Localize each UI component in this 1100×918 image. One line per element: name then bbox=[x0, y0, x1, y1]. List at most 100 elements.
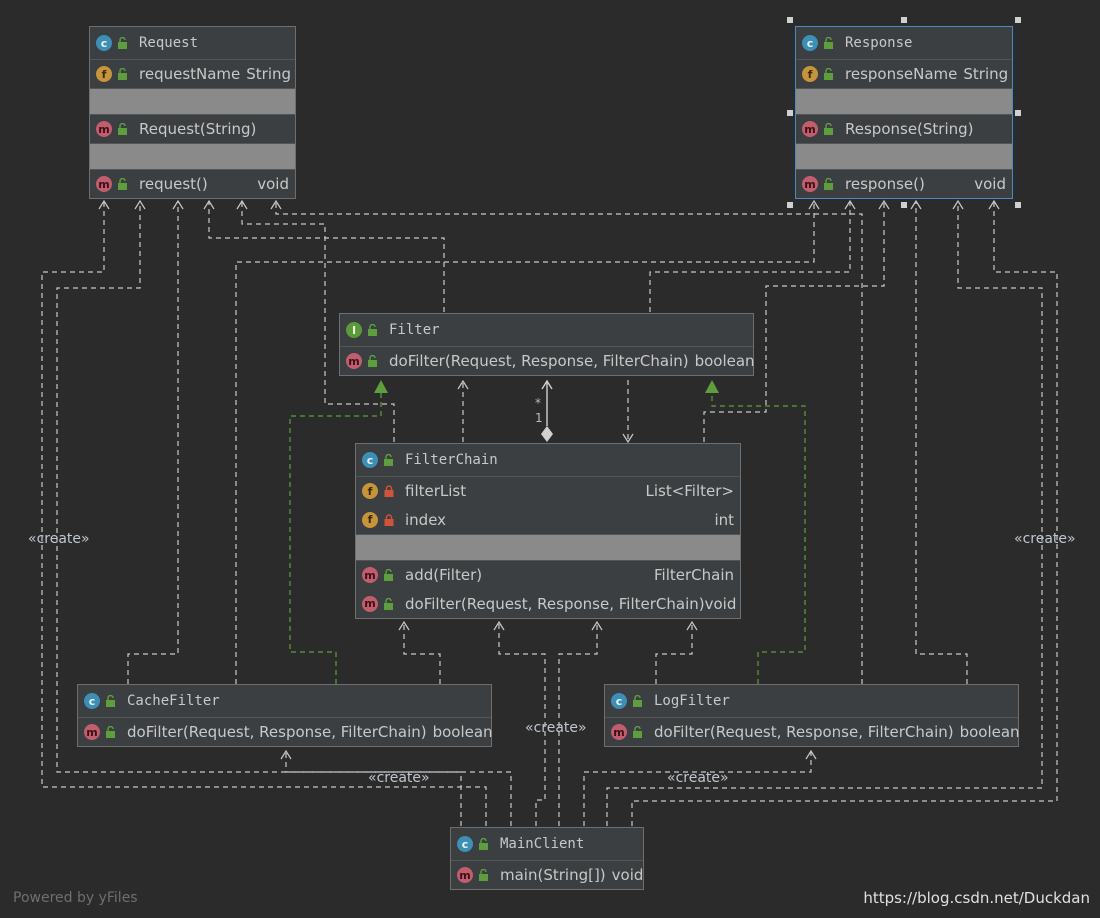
abstract-method-icon: m bbox=[346, 353, 362, 369]
method-name: response() bbox=[845, 175, 925, 193]
class-icon: c bbox=[84, 693, 100, 709]
field-type: List<Filter> bbox=[645, 482, 734, 500]
interface-icon: I bbox=[346, 322, 362, 338]
field-icon: f bbox=[362, 511, 378, 528]
edge-mainclient-response-2 bbox=[606, 201, 1043, 826]
class-name: MainClient bbox=[500, 836, 585, 852]
field-row: f index int bbox=[356, 505, 740, 534]
field-row: f responseName String bbox=[796, 59, 1012, 88]
method-row: m doFilter(Request, Response, FilterChai… bbox=[356, 589, 740, 618]
selection-handle[interactable] bbox=[787, 17, 793, 23]
edge-mainclient-cachefilter-create bbox=[285, 751, 462, 826]
class-filterchain[interactable]: c FilterChain f filterList List<Filter> … bbox=[355, 443, 741, 619]
field-row: f filterList List<Filter> bbox=[356, 476, 740, 505]
class-header: c MainClient bbox=[451, 828, 643, 860]
class-header: c Response bbox=[796, 27, 1012, 59]
edge-cachefilter-filterchain bbox=[403, 622, 441, 684]
aggregation-diamond bbox=[541, 426, 553, 442]
selection-handle[interactable] bbox=[901, 202, 907, 208]
interface-filter[interactable]: I Filter m doFilter(Request, Response, F… bbox=[339, 313, 755, 376]
public-visibility-icon bbox=[823, 178, 835, 190]
credit-watermark: https://blog.csdn.net/Duckdan bbox=[863, 889, 1090, 907]
selection-handle[interactable] bbox=[787, 202, 793, 208]
public-visibility-icon bbox=[478, 869, 490, 881]
selection-handle[interactable] bbox=[1015, 202, 1021, 208]
method-icon: m bbox=[362, 567, 378, 583]
public-visibility-icon bbox=[117, 37, 129, 49]
public-visibility-icon bbox=[383, 454, 395, 466]
public-visibility-icon bbox=[823, 123, 835, 135]
selection-handle[interactable] bbox=[1015, 110, 1021, 116]
class-request[interactable]: c Request f requestName String m Request… bbox=[89, 26, 296, 199]
class-icon: c bbox=[362, 452, 378, 468]
field-type: String bbox=[246, 65, 292, 83]
edge-mainclient-filterchain-2 bbox=[558, 622, 598, 826]
method-row: m doFilter(Request, Response, FilterChai… bbox=[78, 717, 493, 746]
class-icon: c bbox=[611, 693, 627, 709]
create-label-cachefilter: «create» bbox=[368, 770, 430, 786]
create-label-filterchain: «create» bbox=[525, 720, 587, 736]
public-visibility-icon bbox=[117, 178, 129, 190]
method-icon: m bbox=[96, 121, 112, 137]
class-name: FilterChain bbox=[405, 452, 498, 468]
public-visibility-icon bbox=[105, 726, 117, 738]
create-label-request: «create» bbox=[28, 531, 90, 547]
field-type: String bbox=[963, 65, 1009, 83]
method-return-type: FilterChain bbox=[654, 566, 734, 584]
edge-filter-response bbox=[649, 201, 851, 312]
class-name: LogFilter bbox=[654, 693, 730, 709]
class-header: c FilterChain bbox=[356, 444, 740, 476]
public-visibility-icon bbox=[478, 838, 490, 850]
method-icon: m bbox=[96, 176, 112, 192]
public-visibility-icon bbox=[105, 695, 117, 707]
constructor-name: Response(String) bbox=[845, 120, 974, 138]
class-icon: c bbox=[96, 35, 112, 51]
class-response[interactable]: c Response f responseName String m Respo… bbox=[795, 26, 1013, 199]
class-mainclient[interactable]: c MainClient m main(String[]) void bbox=[450, 827, 644, 890]
realization-arrow-log bbox=[705, 380, 719, 393]
edge-filter-request bbox=[208, 201, 445, 312]
multiplicity-many: * bbox=[535, 396, 541, 410]
method-name: doFilter(Request, Response, FilterChain) bbox=[389, 352, 689, 370]
field-name: filterList bbox=[405, 482, 467, 500]
method-return-type: boolean bbox=[959, 723, 1020, 741]
edge-logfilter-filterchain bbox=[655, 622, 693, 684]
class-name: Response bbox=[845, 35, 913, 51]
public-visibility-icon bbox=[367, 324, 379, 336]
field-icon: f bbox=[96, 66, 112, 82]
field-name: responseName bbox=[845, 65, 958, 83]
method-row: m add(Filter) FilterChain bbox=[356, 560, 740, 589]
method-icon: m bbox=[802, 121, 818, 137]
edge-mainclient-filterchain-create bbox=[498, 622, 546, 826]
method-row: m response() void bbox=[796, 169, 1012, 198]
method-return-type: void bbox=[704, 594, 737, 613]
public-visibility-icon bbox=[383, 597, 395, 610]
method-name: doFilter(Request, Response, FilterChain) bbox=[654, 723, 954, 741]
section-divider bbox=[356, 534, 740, 560]
public-visibility-icon bbox=[632, 726, 644, 738]
create-label-logfilter: «create» bbox=[667, 770, 729, 786]
section-divider bbox=[796, 88, 1012, 114]
class-logfilter[interactable]: c LogFilter m doFilter(Request, Response… bbox=[604, 684, 1020, 747]
edge-cachefilter-response bbox=[235, 201, 815, 684]
selection-handle[interactable] bbox=[787, 110, 793, 116]
method-return-type: boolean bbox=[694, 352, 755, 370]
public-visibility-icon bbox=[367, 355, 379, 367]
constructor-row: m Request(String) bbox=[90, 114, 295, 143]
public-visibility-icon bbox=[117, 68, 129, 80]
class-name: Filter bbox=[389, 322, 440, 338]
field-type: int bbox=[714, 510, 734, 529]
private-visibility-icon bbox=[383, 485, 395, 497]
edge-mainclient-request-create bbox=[41, 201, 487, 826]
selection-handle[interactable] bbox=[901, 17, 907, 23]
class-cachefilter[interactable]: c CacheFilter m doFilter(Request, Respon… bbox=[77, 684, 493, 747]
selection-handle[interactable] bbox=[1015, 17, 1021, 23]
field-row: f requestName String bbox=[90, 59, 295, 88]
private-visibility-icon bbox=[383, 513, 395, 526]
edge-mainclient-logfilter-create bbox=[583, 751, 812, 826]
section-divider bbox=[796, 143, 1012, 169]
arrow-heads bbox=[98, 199, 1000, 760]
class-name: CacheFilter bbox=[127, 693, 220, 709]
method-name: doFilter(Request, Response, FilterChain) bbox=[127, 723, 427, 741]
